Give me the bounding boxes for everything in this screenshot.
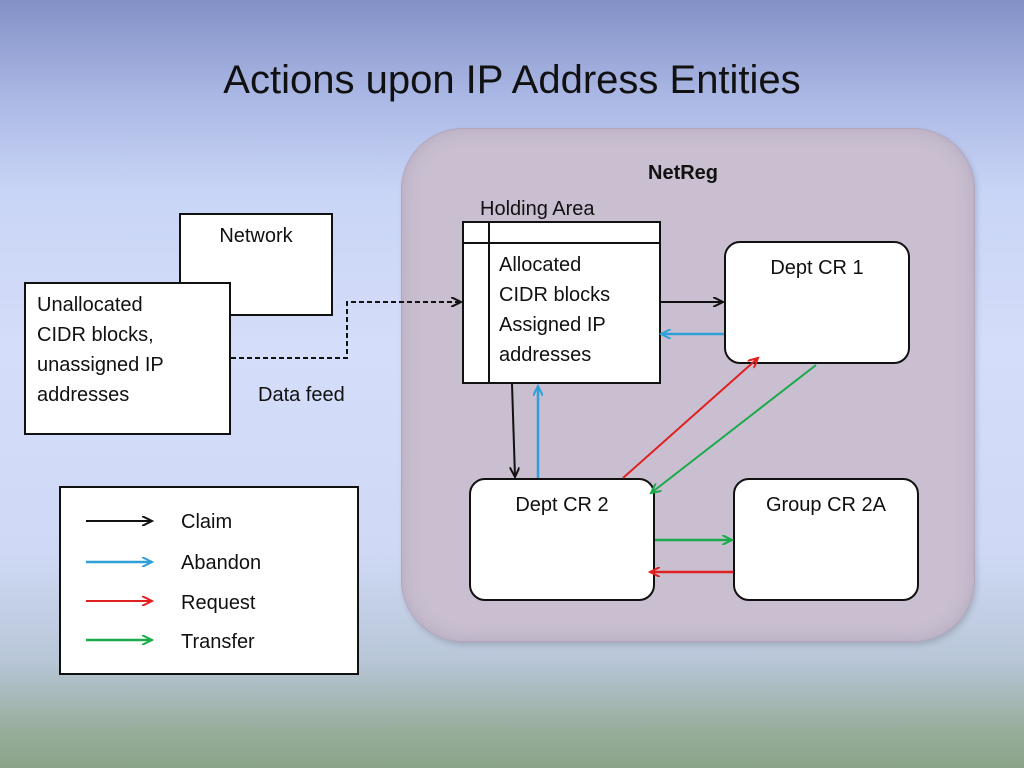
legend-transfer-label: Transfer [181, 631, 255, 653]
legend-request-label: Request [181, 592, 256, 614]
unallocated-line: unassigned IP [37, 354, 164, 376]
unallocated-line: Unallocated [37, 294, 143, 316]
claim-arrow-holding-to-cr2 [512, 383, 515, 477]
holding-area-column-rule [488, 223, 490, 382]
group-cr2a-box: Group CR 2A [733, 478, 919, 601]
data-feed-arrow [231, 302, 461, 359]
dept-cr1-box: Dept CR 1 [724, 241, 910, 364]
data-feed-label: Data feed [258, 384, 345, 406]
dept-cr2-label: Dept CR 2 [515, 494, 609, 516]
group-cr2a-label: Group CR 2A [765, 494, 887, 516]
transfer-arrow-cr1-to-cr2 [651, 364, 817, 493]
network-label: Network [219, 225, 293, 247]
holding-area-table: Allocated CIDR blocks Assigned IP addres… [462, 221, 661, 384]
netreg-label: NetReg [648, 162, 719, 184]
legend-claim-label: Claim [181, 511, 233, 533]
legend-abandon-label: Abandon [181, 552, 262, 574]
holding-area-line: CIDR blocks [499, 284, 611, 306]
unallocated-line: CIDR blocks, [37, 324, 154, 346]
holding-area-label: Holding Area [480, 198, 595, 220]
dept-cr1-label: Dept CR 1 [770, 257, 864, 279]
dept-cr2-box: Dept CR 2 [469, 478, 655, 601]
legend-box [59, 486, 359, 675]
holding-area-line: Assigned IP [499, 314, 606, 336]
unallocated-box: Unallocated CIDR blocks, unassigned IP a… [24, 282, 231, 435]
unallocated-line: addresses [37, 384, 130, 406]
holding-area-line: addresses [499, 344, 592, 366]
holding-area-content: Allocated CIDR blocks Assigned IP addres… [499, 250, 610, 370]
slide-title: Actions upon IP Address Entities [223, 58, 801, 102]
holding-area-line: Allocated [499, 254, 582, 276]
request-arrow-cr2-to-cr1 [622, 358, 758, 479]
holding-area-header-rule [464, 242, 659, 244]
